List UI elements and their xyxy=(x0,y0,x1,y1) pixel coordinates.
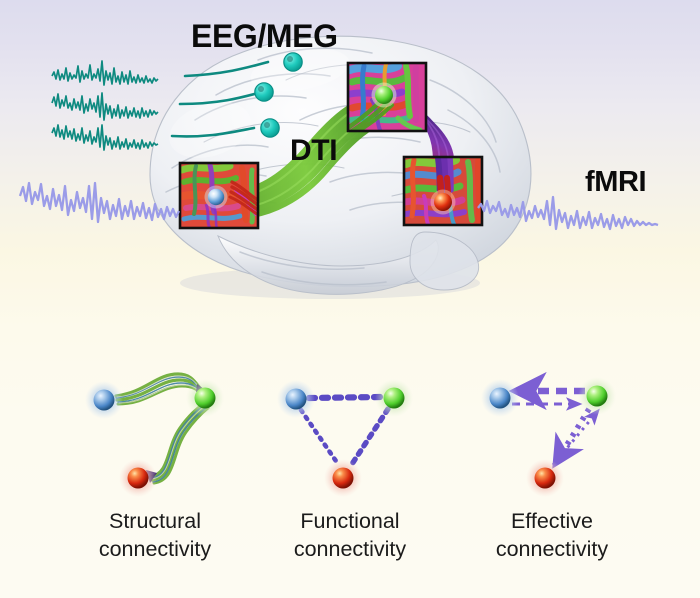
node-green-effective xyxy=(578,377,616,415)
label-eeg-meg: EEG/MEG xyxy=(191,18,338,54)
node-blue-functional xyxy=(277,380,315,418)
eeg-sensor-3 xyxy=(260,118,280,138)
panel-structural-graph xyxy=(85,372,224,497)
label-dti: DTI xyxy=(290,134,338,167)
node-blue-effective xyxy=(481,379,519,417)
label-fmri: fMRI xyxy=(585,166,647,198)
eeg-trace-1 xyxy=(51,60,159,86)
dti-patch-green xyxy=(346,61,428,133)
node-blue-structural xyxy=(85,381,123,419)
eeg-sensor-1 xyxy=(283,52,303,72)
caption-effective-connectivity: Effective connectivity xyxy=(495,509,609,561)
eeg-trace-3 xyxy=(51,124,159,151)
fmri-traces xyxy=(18,181,659,231)
node-green-functional xyxy=(375,379,413,417)
edge-red-to-green xyxy=(551,408,600,466)
node-red-functional xyxy=(324,459,362,497)
edge-blue-green xyxy=(305,393,385,402)
edge-green-to-red xyxy=(552,407,592,469)
eeg-leads xyxy=(170,60,270,138)
node-red-structural xyxy=(119,459,157,497)
sulci xyxy=(203,63,483,201)
edge-green-red xyxy=(349,406,391,467)
caption-functional-connectivity: Functional connectivity xyxy=(293,509,407,561)
dti-patch-red xyxy=(402,155,484,227)
panel-effective-graph xyxy=(481,371,616,497)
eeg-trace-2 xyxy=(51,92,159,121)
node-red-effective xyxy=(526,459,564,497)
edge-blue-red xyxy=(298,407,341,467)
eeg-traces xyxy=(51,60,159,151)
brain-render xyxy=(149,35,532,299)
fmri-trace-left xyxy=(18,181,181,224)
eeg-sensor-2 xyxy=(254,82,274,102)
panel-functional-graph xyxy=(277,379,413,497)
eeg-sensors xyxy=(254,52,303,138)
caption-structural-connectivity: Structural connectivity xyxy=(98,509,212,561)
dti-patch-blue xyxy=(178,161,260,230)
fmri-trace-right xyxy=(477,195,659,231)
node-green-structural xyxy=(186,379,224,417)
